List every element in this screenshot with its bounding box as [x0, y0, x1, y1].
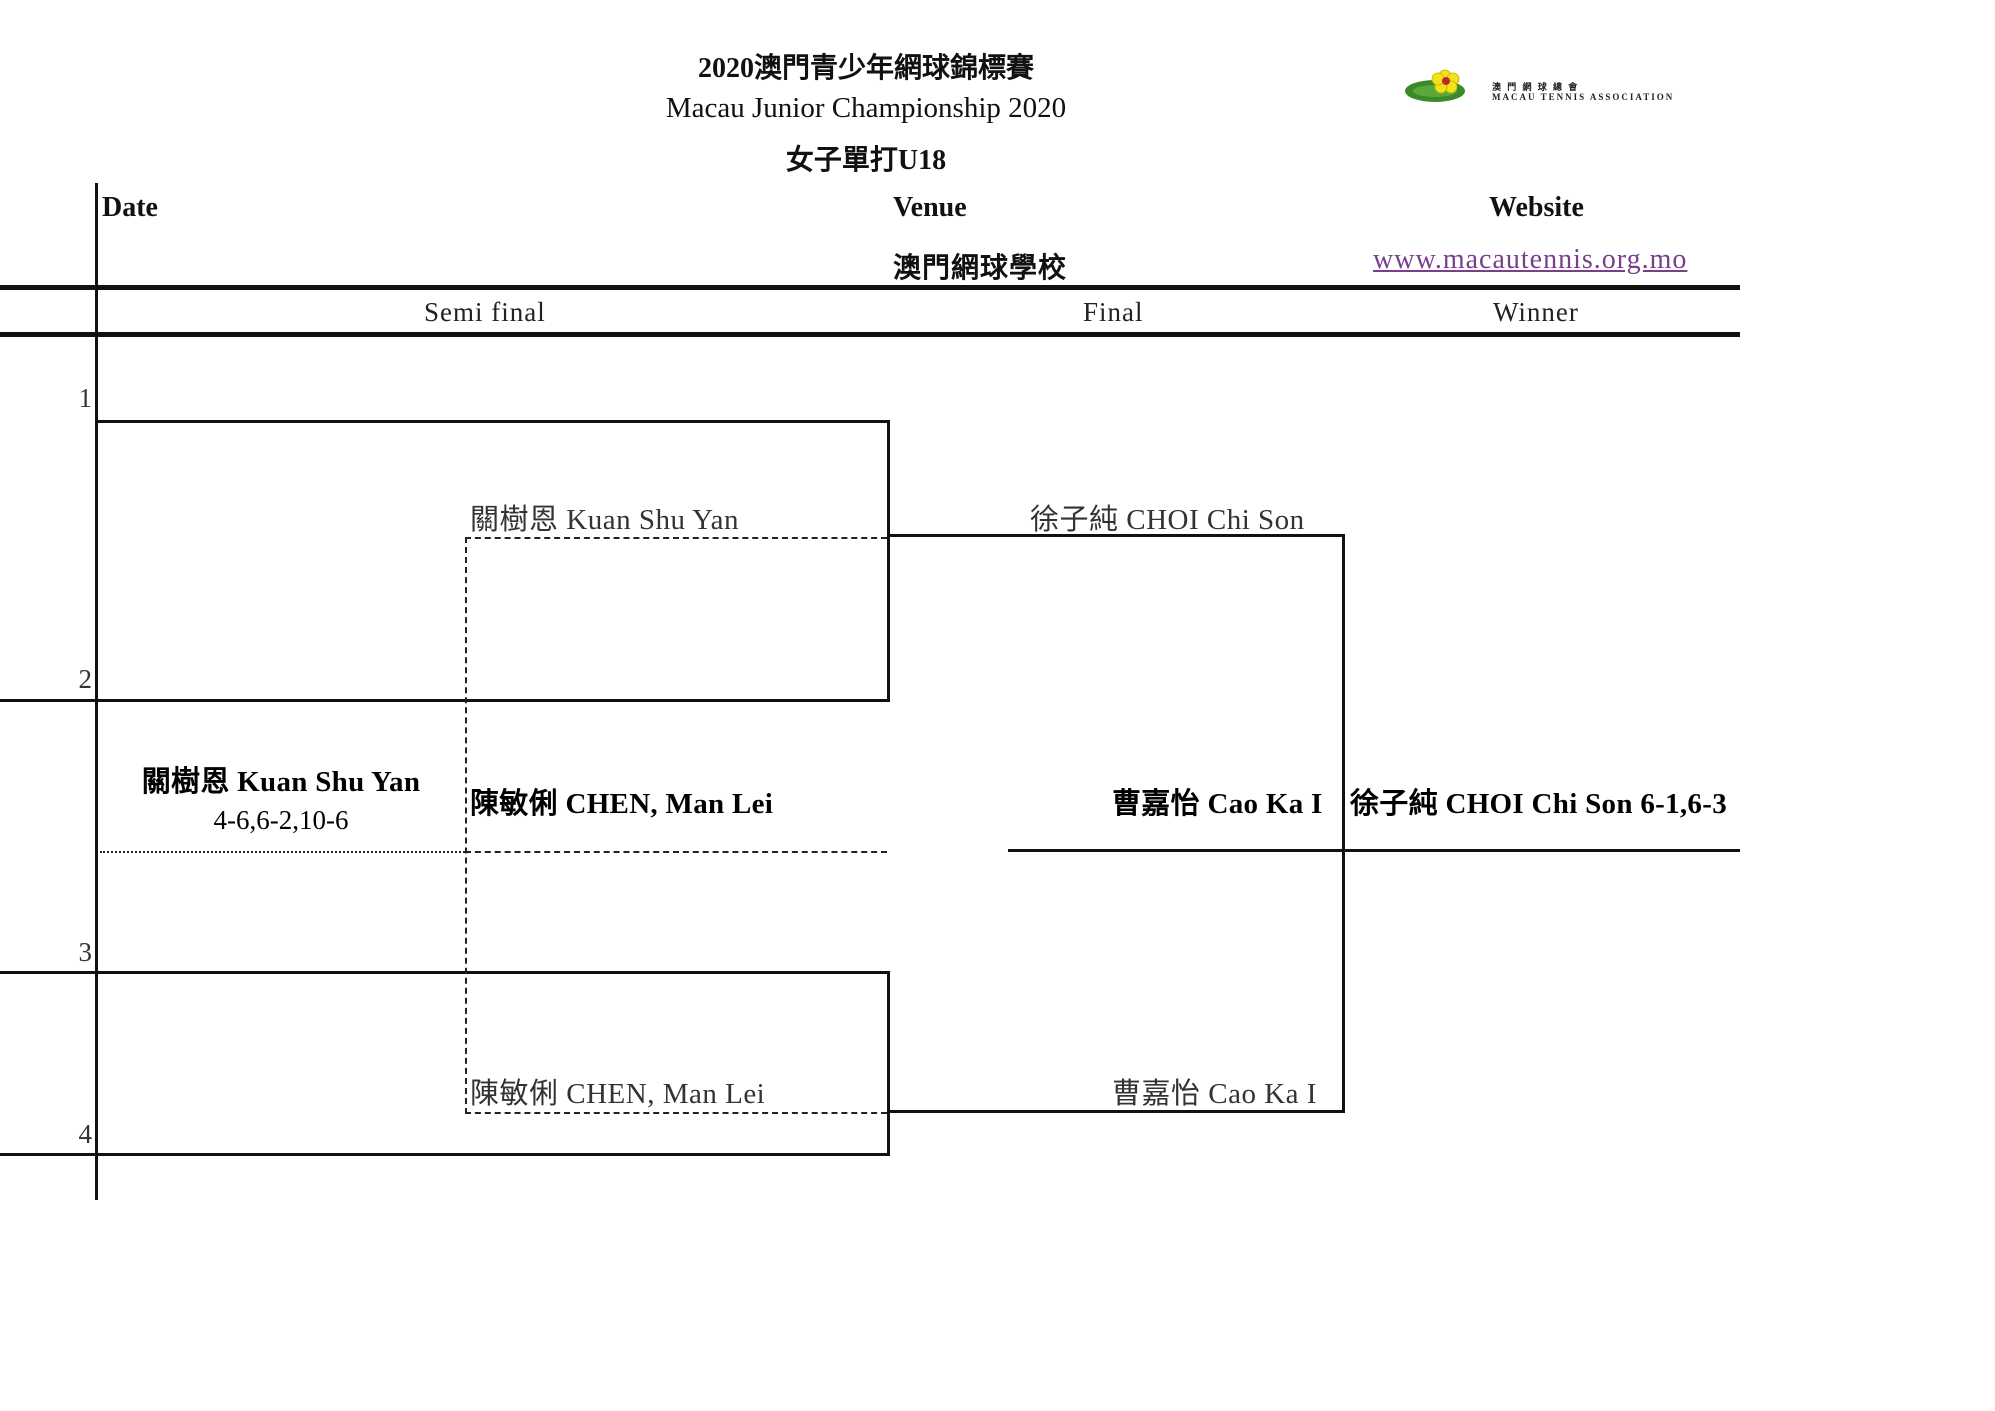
tournament-title-zh: 2020澳門青少年網球錦標賽 [697, 53, 1034, 84]
match-loser-name: 陳敏俐 CHEN, Man Lei [470, 788, 774, 820]
logo-flower-icon [1405, 69, 1465, 102]
tournament-title-en: Macau Junior Championship 2020 [665, 92, 1067, 124]
semi-winner-bottom: 陳敏俐 CHEN, Man Lei [470, 1078, 766, 1110]
date-label: Date [102, 192, 158, 223]
bracket-line-seed2 [0, 699, 890, 702]
final-result-loser: 曹嘉怡 Cao Ka I [1112, 788, 1323, 820]
seed-3: 3 [78, 937, 93, 967]
semi-dot-left [100, 851, 465, 853]
header-rule-bottom [0, 332, 1740, 337]
logo-text-zh: 澳 門 網 球 總 會 [1492, 82, 1580, 92]
final-result-line [1008, 849, 1740, 852]
semi-dash-vertical [465, 537, 467, 1114]
final-line-bottom [887, 1110, 1345, 1113]
header-rule-top [0, 285, 1740, 290]
seed-1: 1 [78, 383, 93, 413]
bracket-connector-top [887, 420, 890, 702]
final-top-name: 徐子純 CHOI Chi Son [1030, 504, 1305, 536]
semi-dash-bottom [465, 1112, 887, 1114]
bracket-connector-bottom [887, 971, 890, 1156]
venue-value: 澳門網球學校 [893, 253, 1068, 284]
semi-dash-middle [465, 851, 887, 853]
match-winner-name: 關樹恩 Kuan Shu Yan [141, 766, 421, 798]
bracket-line-seed1 [95, 420, 890, 423]
semi-dash-top [465, 537, 887, 539]
match-score: 4-6,6-2,10-6 [213, 805, 349, 835]
left-rule [95, 183, 98, 1200]
winner-header: Winner [1493, 297, 1579, 327]
website-link-wrap[interactable]: www.macautennis.org.mo [1373, 244, 1687, 276]
venue-label: Venue [893, 192, 967, 223]
semi-final-header: Semi final [424, 297, 546, 327]
seed-2: 2 [78, 664, 93, 694]
final-connector [1342, 534, 1345, 1113]
final-bottom-name: 曹嘉怡 Cao Ka I [1112, 1078, 1317, 1110]
macau-tennis-logo [1405, 66, 1471, 104]
website-label: Website [1489, 192, 1584, 223]
final-header: Final [1083, 297, 1144, 327]
event-name: 女子單打U18 [785, 145, 947, 176]
final-line-top [887, 534, 1345, 537]
champion-name: 徐子純 CHOI Chi Son 6-1,6-3 [1350, 788, 1727, 820]
seed-4: 4 [78, 1119, 93, 1149]
bracket-line-seed4 [0, 1153, 890, 1156]
semi-winner-top: 關樹恩 Kuan Shu Yan [470, 504, 740, 536]
logo-text-en: MACAU TENNIS ASSOCIATION [1492, 92, 1675, 102]
website-link[interactable]: www.macautennis.org.mo [1373, 244, 1688, 275]
bracket-line-seed3 [0, 971, 890, 974]
